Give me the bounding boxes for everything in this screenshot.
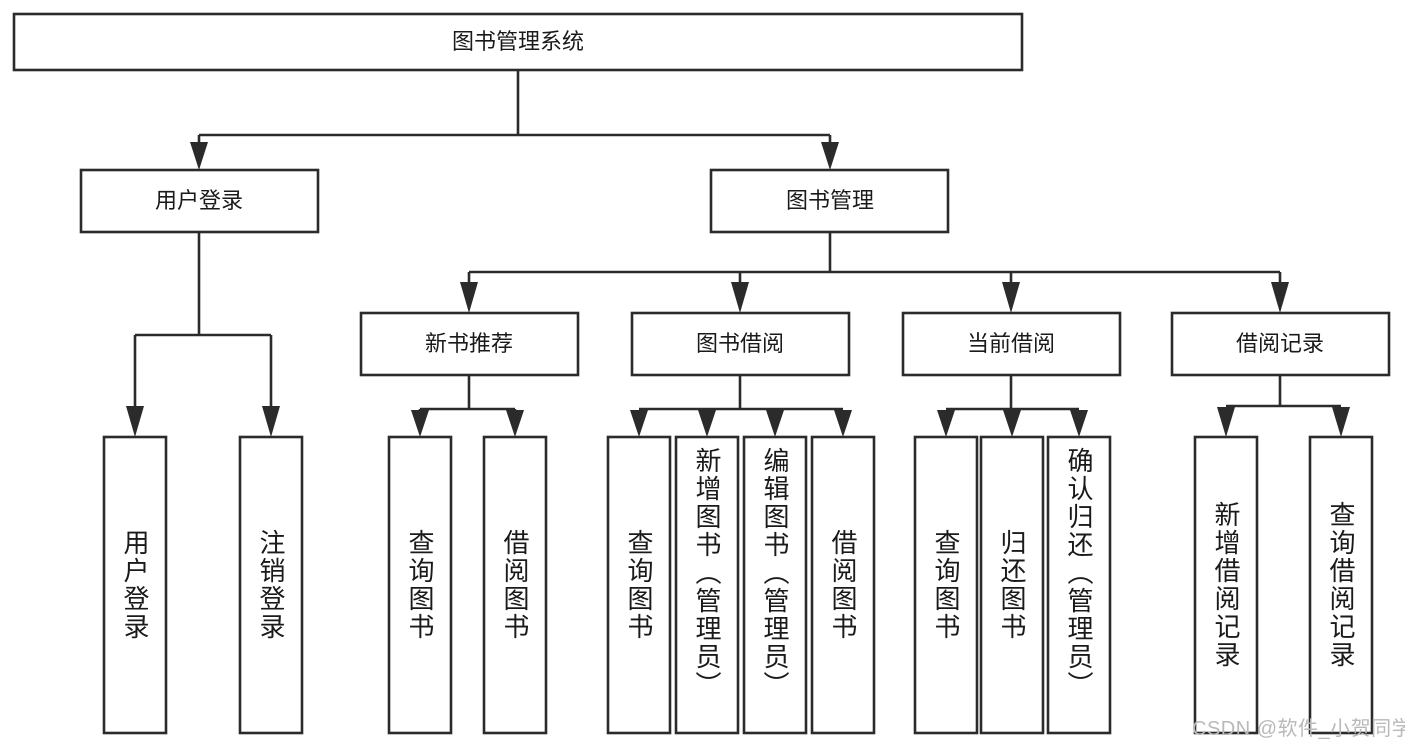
arrowhead-book-borrow bbox=[731, 282, 749, 313]
arrowhead-leaf-add-record bbox=[1217, 407, 1235, 437]
connector-group-new-book-recommend bbox=[411, 375, 524, 437]
node-leaf-query-book-borrow-box[interactable] bbox=[606, 435, 672, 735]
connector-group-book-borrow bbox=[630, 375, 852, 437]
node-root-box[interactable] bbox=[12, 12, 1024, 72]
node-leaf-add-record-box[interactable] bbox=[1193, 435, 1259, 735]
node-current-borrow-label: 当前借阅 bbox=[967, 331, 1055, 356]
node-leaf-edit-book-box[interactable] bbox=[742, 435, 808, 735]
arrowhead-leaf-edit-book bbox=[766, 410, 784, 437]
node-book-borrow-box[interactable] bbox=[630, 311, 851, 377]
node-new-book-recommend[interactable]: 新书推荐 bbox=[359, 311, 580, 377]
node-book-borrow-label: 图书借阅 bbox=[696, 331, 784, 356]
node-leaf-query-book-cur-box[interactable] bbox=[913, 435, 979, 735]
node-current-borrow-box[interactable] bbox=[901, 311, 1122, 377]
connector-group-book-manage bbox=[460, 232, 1289, 313]
node-leaf-add-book-box[interactable] bbox=[674, 435, 740, 735]
arrowhead-leaf-user-login bbox=[126, 406, 144, 437]
arrowhead-leaf-query-record bbox=[1332, 407, 1350, 437]
arrowhead-leaf-add-book bbox=[698, 410, 716, 437]
node-user-login-label: 用户登录 bbox=[155, 188, 243, 213]
node-book-borrow[interactable]: 图书借阅 bbox=[630, 311, 851, 377]
node-user-login[interactable]: 用户登录 bbox=[79, 168, 320, 234]
node-root-label: 图书管理系统 bbox=[452, 29, 584, 54]
node-book-manage[interactable]: 图书管理 bbox=[709, 168, 950, 234]
arrowhead-leaf-return-book bbox=[1003, 410, 1021, 437]
node-leaf-user-login-box[interactable] bbox=[102, 435, 168, 735]
node-book-manage-box[interactable] bbox=[709, 168, 950, 234]
connector-group-borrow-record bbox=[1217, 375, 1350, 437]
arrowhead-leaf-borrow-book bbox=[834, 410, 852, 437]
arrowhead-user-login bbox=[190, 142, 208, 170]
arrowhead-leaf-query-book-cur bbox=[937, 410, 955, 437]
watermark-text: CSDN @软件_小贺同学 bbox=[1192, 718, 1405, 740]
connector-group-current-borrow bbox=[937, 375, 1088, 437]
node-borrow-record-box[interactable] bbox=[1170, 311, 1391, 377]
arrowhead-borrow-record bbox=[1271, 282, 1289, 313]
node-current-borrow[interactable]: 当前借阅 bbox=[901, 311, 1122, 377]
node-user-login-box[interactable] bbox=[79, 168, 320, 234]
node-leaf-confirm-return-box[interactable] bbox=[1046, 435, 1112, 735]
arrowhead-leaf-borrow-book-rec bbox=[506, 410, 524, 437]
arrowhead-current-borrow bbox=[1002, 282, 1020, 313]
node-borrow-record-label: 借阅记录 bbox=[1236, 331, 1324, 356]
node-leaf-return-book-box[interactable] bbox=[979, 435, 1045, 735]
leaf-boxes bbox=[102, 435, 1374, 735]
node-new-book-recommend-label: 新书推荐 bbox=[425, 331, 513, 356]
arrowhead-new-book-recommend bbox=[460, 282, 478, 313]
node-borrow-record[interactable]: 借阅记录 bbox=[1170, 311, 1391, 377]
arrowhead-leaf-confirm-return bbox=[1070, 410, 1088, 437]
connector-group-user-login bbox=[126, 232, 280, 437]
node-leaf-borrow-book-box[interactable] bbox=[810, 435, 876, 735]
arrowhead-leaf-query-book-rec bbox=[411, 410, 429, 437]
node-leaf-borrow-book-rec-box[interactable] bbox=[482, 435, 548, 735]
node-book-manage-label: 图书管理 bbox=[786, 188, 874, 213]
arrowhead-leaf-logout bbox=[262, 406, 280, 437]
node-root[interactable]: 图书管理系统 bbox=[12, 12, 1024, 72]
node-leaf-query-record-box[interactable] bbox=[1308, 435, 1374, 735]
arrowhead-book-manage bbox=[821, 142, 839, 170]
arrowhead-leaf-query-book-borrow bbox=[630, 410, 648, 437]
node-leaf-logout-box[interactable] bbox=[238, 435, 304, 735]
node-new-book-recommend-box[interactable] bbox=[359, 311, 580, 377]
connector-group-root bbox=[190, 70, 839, 170]
node-leaf-query-book-rec-box[interactable] bbox=[387, 435, 453, 735]
